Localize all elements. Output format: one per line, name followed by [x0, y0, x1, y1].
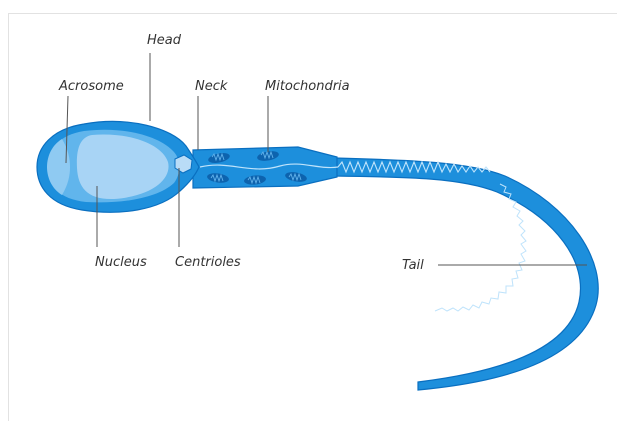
label-mitochondria: Mitochondria	[265, 79, 350, 94]
tail-shape	[335, 158, 598, 390]
label-acrosome: Acrosome	[58, 79, 124, 94]
label-nucleus: Nucleus	[95, 255, 147, 270]
label-head: Head	[147, 33, 182, 48]
label-tail: Tail	[402, 258, 424, 273]
label-neck: Neck	[195, 79, 228, 94]
tail-wave-lower	[435, 184, 526, 311]
label-centrioles: Centrioles	[175, 255, 241, 270]
